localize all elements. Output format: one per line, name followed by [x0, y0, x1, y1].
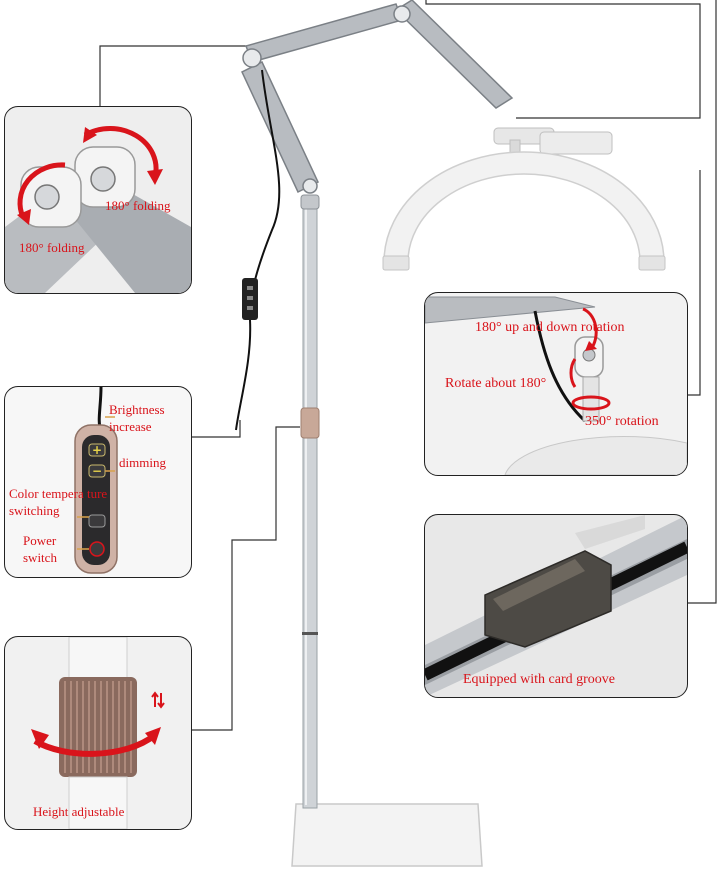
rotate-arrow-icon	[33, 732, 157, 757]
arm-joint-bottom	[302, 178, 318, 194]
card-groove-clip	[484, 550, 612, 648]
label-power-switch: Power switch	[23, 533, 57, 565]
controller-detail-panel: + − Brightness increase dimming Color te…	[4, 386, 192, 578]
label-full-rotation: 350° rotation	[585, 414, 659, 429]
label-folding-right: 180° folding	[105, 198, 171, 213]
controller-illustration	[74, 387, 118, 574]
height-illustration	[31, 637, 165, 829]
connector-controller	[192, 420, 241, 438]
connector-top-right	[425, 0, 701, 119]
pole-joint	[302, 632, 318, 635]
label-folding-left: 180° folding	[19, 240, 85, 255]
label-up-down-rotation: 180° up and down rotation	[475, 320, 625, 335]
power-icon	[89, 541, 105, 557]
lamp-base	[291, 803, 483, 867]
groove-detail-panel: Equipped with card groove	[424, 514, 688, 698]
arm-joint-right	[393, 5, 411, 23]
height-detail-panel: Height adjustable	[4, 636, 192, 830]
arm-joint-left	[242, 48, 262, 68]
half-moon-light	[383, 151, 665, 263]
power-cable	[235, 69, 281, 431]
rotate-arrow-icon	[582, 307, 598, 350]
folding-illustration	[5, 126, 191, 293]
plus-icon: +	[91, 443, 103, 457]
rotation-detail-panel: 180° up and down rotation Rotate about 1…	[424, 292, 688, 476]
arm-lower	[241, 60, 319, 194]
minus-icon: −	[91, 464, 103, 478]
rotate-arrow-icon	[569, 358, 577, 388]
label-color-temperature: Color tempera ture switching	[9, 486, 108, 518]
lamp-arms	[241, 0, 514, 194]
phone-holder	[539, 131, 613, 155]
arm-upper	[245, 3, 403, 63]
pole-top-cap	[300, 194, 320, 210]
connector-folding	[99, 45, 250, 110]
groove-illustration	[425, 515, 687, 697]
rotate-arrow-icon	[571, 395, 611, 411]
label-brightness-increase: Brightness increase	[109, 402, 165, 434]
connector-rotation	[684, 170, 701, 396]
connector-height	[192, 426, 300, 731]
rotation-illustration	[425, 296, 687, 475]
arm-front	[394, 0, 514, 109]
height-adjuster	[300, 407, 320, 439]
rotate-arrow-icon	[17, 162, 66, 219]
label-height-adjustable: Height adjustable	[33, 804, 125, 819]
callout-connector-lines	[99, 0, 717, 731]
up-down-arrow-icon	[151, 691, 165, 709]
label-card-groove: Equipped with card groove	[463, 672, 616, 687]
rotate-arrow-icon	[83, 126, 159, 178]
folding-detail-panel: 180° folding 180° folding	[4, 106, 192, 294]
connector-groove	[686, 0, 717, 604]
label-rotate-about: Rotate about 180°	[445, 376, 547, 391]
label-dimming: dimming	[119, 455, 166, 470]
